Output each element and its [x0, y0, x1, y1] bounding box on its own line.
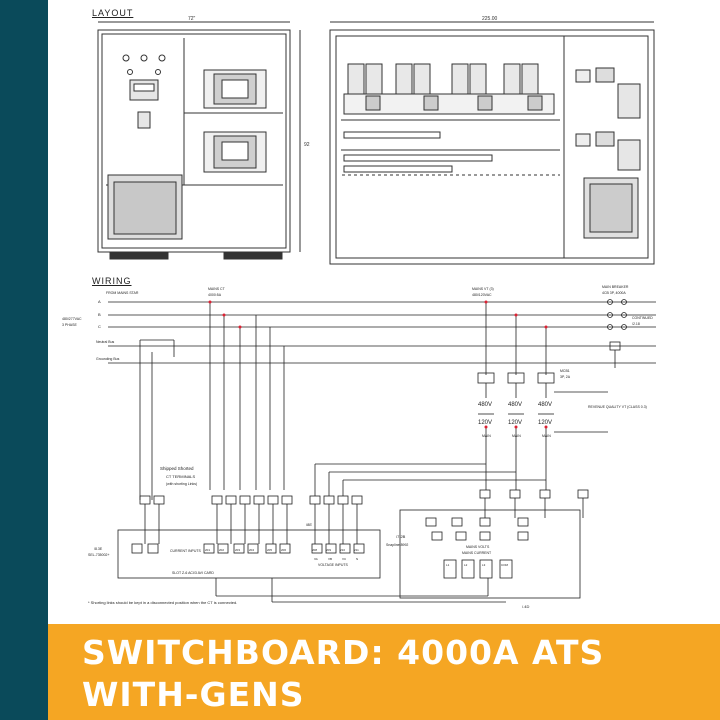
sense-term-l2: L2 — [464, 563, 468, 567]
voltage-term-vb: VB — [328, 557, 332, 561]
voltage-term-vc: VC — [342, 557, 347, 561]
footnote: * Shorting links should be kept in a dis… — [88, 600, 237, 605]
terminal-num-5: 205 — [267, 548, 272, 552]
drawing-sheet: LAYOUT WIRING — [48, 0, 720, 624]
revenue-label: REVENUE QUALITY VT (CLASS 0.3) — [588, 405, 647, 409]
supply-label: 480/277VAC — [62, 317, 82, 321]
vt1-primary: 480V — [478, 402, 492, 408]
continued-label: CONTINUED — [632, 316, 653, 320]
vt-rating: 480/120VAC — [472, 293, 492, 297]
height-dim: 92 — [304, 142, 310, 148]
breaker-rating: 4CB 3P, 4000A — [602, 291, 626, 295]
relay-model: SEL-735002+ — [88, 553, 110, 557]
sense-term-l3: L3 — [482, 563, 486, 567]
junction-marks — [208, 300, 548, 429]
ct-terminals-label: CT TERMINALS — [166, 474, 196, 479]
ref-4d: /.4D — [522, 604, 529, 609]
mains-current-label: MAINS CURRENT — [462, 551, 492, 555]
ref-8e: /8E — [306, 522, 312, 527]
side-elevation — [329, 21, 655, 265]
side-width-dim: 225.00 — [482, 16, 498, 22]
card-label: SLOT Z-6 ACI/3 AVI CARD — [172, 571, 214, 575]
grounding-bus-label: Grounding Bus — [96, 357, 120, 361]
terminal-num-6: 206 — [281, 548, 286, 552]
banner-title: SWITCHBOARD: 4000A ATS WITH-GENS — [82, 632, 682, 716]
terminal-num-1: 201 — [205, 548, 210, 552]
sense-term-com: COM — [501, 563, 509, 567]
terminal-num-2: 202 — [219, 548, 224, 552]
voltage-inputs-label: VOLTAGE INPUTS — [318, 563, 348, 567]
vt-label: MAINS VT (3) — [472, 287, 494, 291]
banner-line-2: WITH-GENS — [82, 675, 305, 714]
snapline-label: Snapline 8992 — [386, 543, 408, 547]
front-width-dim: 72" — [188, 16, 196, 22]
terminal-num-4: 204 — [249, 548, 254, 552]
mains-tag-3: MAIN — [542, 434, 551, 438]
voltage-num-3: 210 — [340, 548, 345, 552]
vt3-secondary: 120V — [538, 420, 552, 426]
vt2-secondary: 120V — [508, 420, 522, 426]
continued-ref: /2.18 — [632, 322, 640, 326]
terminal-num-3: 203 — [235, 548, 240, 552]
mains-tag-1: MAIN — [482, 434, 491, 438]
ct-rating: 4000:5A — [208, 293, 222, 297]
mains-volts-label: MAINS VOLTS — [466, 545, 490, 549]
layout-section-label: LAYOUT — [92, 8, 134, 18]
neutral-bus-label: Neutral Bus — [96, 340, 115, 344]
wiring-section-label: WIRING — [92, 276, 132, 286]
vt3-primary: 480V — [538, 402, 552, 408]
relay-ref: /8.3E — [94, 547, 103, 551]
ct-label: MAINS CT — [208, 287, 226, 291]
voltage-num-2: 209 — [326, 548, 331, 552]
vt2-primary: 480V — [508, 402, 522, 408]
layout-drawing: 72" 92 — [62, 16, 656, 609]
front-elevation — [97, 21, 301, 260]
vt1-secondary: 120V — [478, 420, 492, 426]
voltage-term-n: N — [356, 557, 358, 561]
shipped-shorted-label: Shipped Shorted — [160, 466, 194, 471]
title-banner: SWITCHBOARD: 4000A ATS WITH-GENS — [48, 624, 720, 720]
banner-line-1: SWITCHBOARD: 4000A ATS — [82, 633, 605, 672]
phase-a-label: A — [98, 299, 101, 304]
source-label: FROM MAINS STAR — [106, 291, 139, 295]
phase-c-label: C — [98, 324, 101, 329]
mcb-rating: 3P, 2A — [560, 375, 571, 379]
voltage-num-4: 211 — [354, 548, 359, 552]
mains-tag-2: MAIN — [512, 434, 521, 438]
breaker-label: MAIN BREAKER — [602, 285, 629, 289]
phase-b-label: B — [98, 312, 101, 317]
sense-term-l1: L1 — [446, 563, 450, 567]
voltage-term-va: VA — [314, 557, 318, 561]
shorting-links-label: (with shorting Links) — [166, 482, 197, 486]
wiring-diagram — [108, 299, 656, 603]
supply-phase: 3 PHASE — [62, 323, 77, 327]
voltage-num-1: 208 — [312, 548, 317, 552]
current-inputs-label: CURRENT INPUTS — [170, 549, 202, 553]
ref-72a: /7.2B — [396, 534, 406, 539]
mcb-label: MCB1 — [560, 369, 570, 373]
